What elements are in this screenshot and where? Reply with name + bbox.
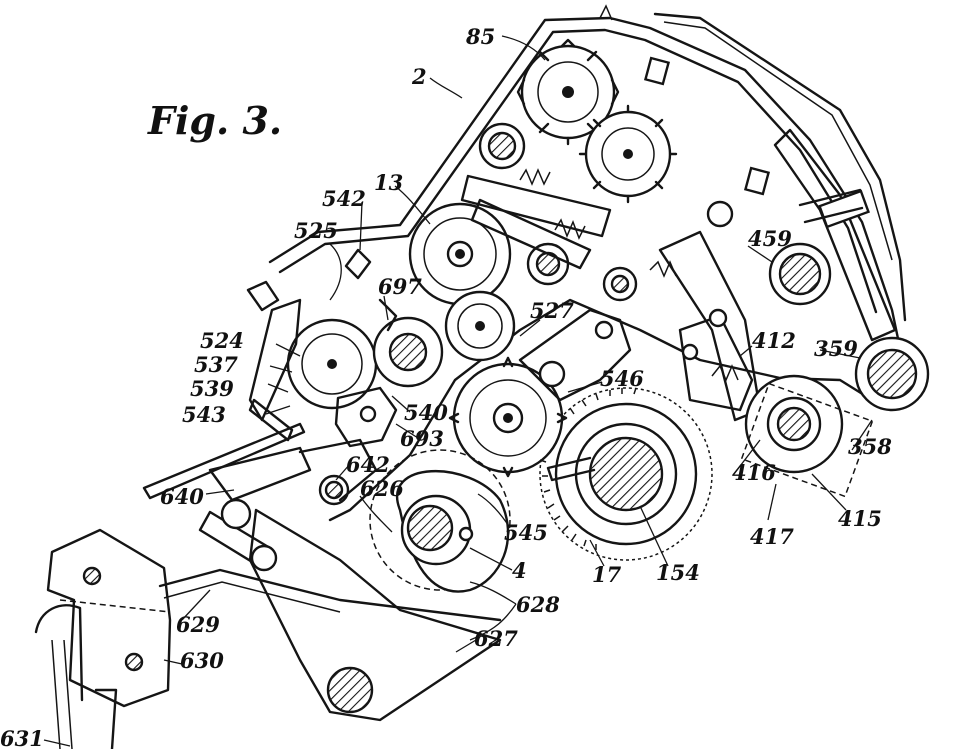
label-543: 543 xyxy=(182,402,226,427)
label-459: 459 xyxy=(748,226,792,251)
label-415: 415 xyxy=(838,506,882,531)
label-542: 542 xyxy=(322,186,366,211)
cable-631 xyxy=(34,604,118,751)
label-154: 154 xyxy=(656,560,700,585)
label-4: 4 xyxy=(512,558,527,583)
gear-top-right xyxy=(578,104,678,204)
cam-628 xyxy=(369,449,511,593)
label-416: 416 xyxy=(732,460,776,485)
right-column xyxy=(773,128,897,342)
label-626: 626 xyxy=(360,476,404,501)
label-546: 546 xyxy=(600,366,644,391)
lever-627 xyxy=(248,508,502,722)
figure-title: Fig. 3. xyxy=(147,98,282,143)
gear-13 xyxy=(408,202,512,306)
spring-upper xyxy=(519,168,586,240)
label-524: 524 xyxy=(200,328,244,353)
gear-17-teeth xyxy=(539,387,637,550)
label-525: 525 xyxy=(294,218,338,243)
gear-524 xyxy=(286,318,378,410)
label-545: 545 xyxy=(504,520,548,545)
latch-412 xyxy=(658,230,762,422)
shaft-459 xyxy=(768,242,832,306)
link-upper-2 xyxy=(470,198,592,270)
label-628: 628 xyxy=(516,592,560,617)
label-17: 17 xyxy=(592,562,622,587)
leader-lines xyxy=(43,35,873,747)
shaft-358 xyxy=(854,336,930,412)
label-642: 642 xyxy=(346,452,390,477)
label-629: 629 xyxy=(176,612,220,637)
label-417: 417 xyxy=(750,524,794,549)
label-540: 540 xyxy=(404,400,448,425)
shaft-415 xyxy=(740,374,874,498)
gear-545 xyxy=(448,356,568,478)
crank-546 xyxy=(518,266,638,402)
label-527: 527 xyxy=(530,298,574,323)
label-537: 537 xyxy=(194,352,238,377)
label-630: 630 xyxy=(180,648,224,673)
gear-85 xyxy=(516,38,620,146)
shaft-upper xyxy=(478,56,771,286)
lever-640 xyxy=(142,422,378,506)
label-13: 13 xyxy=(374,170,403,195)
pinion-middle xyxy=(444,290,516,362)
link-upper xyxy=(460,174,612,238)
label-697: 697 xyxy=(378,274,422,299)
bracket-630 xyxy=(46,528,172,708)
reference-numerals: 85 2 13 542 525 697 527 524 537 539 543 … xyxy=(0,24,892,751)
label-359: 359 xyxy=(814,336,858,361)
label-693: 693 xyxy=(400,426,444,451)
label-412: 412 xyxy=(752,328,796,353)
gear-540 xyxy=(372,316,444,388)
label-631: 631 xyxy=(0,726,44,749)
label-2: 2 xyxy=(411,64,427,89)
pawl-693 xyxy=(334,248,398,448)
label-358: 358 xyxy=(848,434,892,459)
label-85: 85 xyxy=(465,24,495,49)
label-539: 539 xyxy=(190,376,234,401)
label-627: 627 xyxy=(474,626,518,651)
link-629 xyxy=(158,498,502,622)
label-640: 640 xyxy=(160,484,204,509)
gear-154 xyxy=(539,387,713,561)
